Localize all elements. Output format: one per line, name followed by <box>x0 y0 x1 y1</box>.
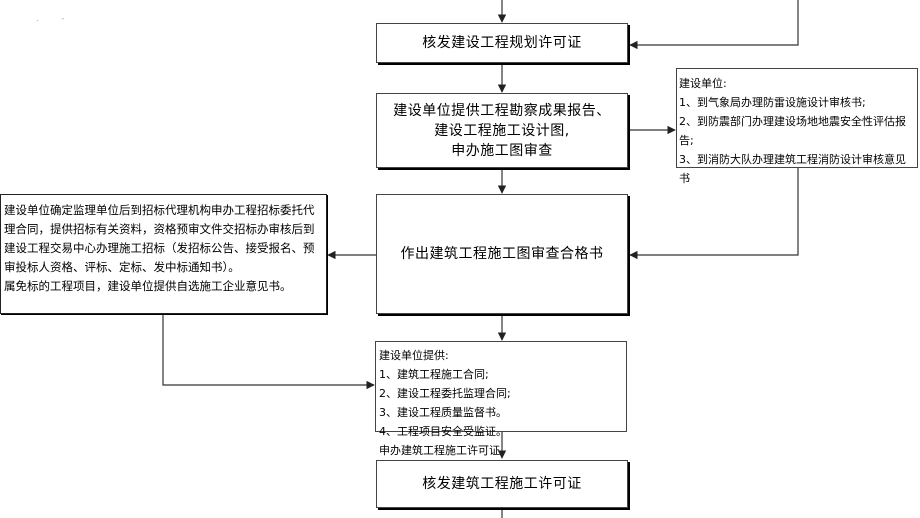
node-label: 核发建筑工程施工许可证 <box>422 476 582 492</box>
node-label: 建设单位提供工程勘察成果报告、 建设工程施工设计图, 申办施工图审查 <box>393 102 611 159</box>
edge-notes-to-review <box>629 168 799 260</box>
node-construction-unit-notes: 建设单位: 1、到气象局办理防雷设施设计审核书; 2、到防震部门办理建设场地地震… <box>676 68 918 185</box>
node-label: 建设单位: 1、到气象局办理防雷设施设计审核书; 2、到防震部门办理建设场地地震… <box>679 77 906 185</box>
node-label: 建设单位提供: 1、建筑工程施工合同; 2、建设工程委托监理合同; 3、建设工程… <box>379 349 511 457</box>
node-label: 建设单位确定监理单位后到招标代理机构申办工程招标委托代理合同，提供招标有关资料，… <box>4 203 315 293</box>
node-drawing-review-certificate: 作出建筑工程施工图审查合格书 <box>376 194 628 314</box>
node-label: 核发建设工程规划许可证 <box>422 35 582 51</box>
node-permit-materials: 建设单位提供: 1、建筑工程施工合同; 2、建设工程委托监理合同; 3、建设工程… <box>375 341 627 457</box>
node-label: 作出建筑工程施工图审查合格书 <box>400 246 604 262</box>
edge-bidding-to-materials <box>162 314 375 390</box>
node-issue-construction-permit: 核发建筑工程施工许可证 <box>376 460 628 508</box>
edge-right-to-planning <box>629 0 799 50</box>
node-bidding-process: 建设单位确定监理单位后到招标代理机构申办工程招标委托代理合同，提供招标有关资料，… <box>0 194 327 314</box>
node-survey-report: 建设单位提供工程勘察成果报告、 建设工程施工设计图, 申办施工图审查 <box>376 93 628 168</box>
decorative-dots: . - <box>36 14 65 23</box>
node-issue-planning-permit: 核发建设工程规划许可证 <box>376 23 628 63</box>
